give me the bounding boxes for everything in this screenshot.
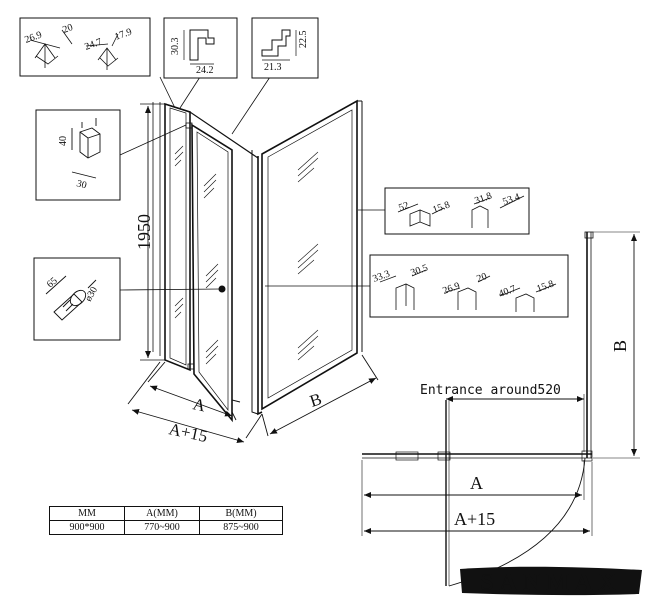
size-table: MM A(MM) B(MM) 900*900 770~900 875~900: [49, 506, 283, 535]
plan-entrance-label: Entrance around520: [420, 383, 561, 398]
table-cell: 875~900: [199, 520, 283, 535]
iso-dim-b: B: [307, 389, 324, 411]
svg-text:21.3: 21.3: [264, 62, 282, 73]
svg-text:40: 40: [58, 136, 69, 146]
table-header-cell: MM: [49, 506, 125, 521]
svg-text:30: 30: [75, 178, 88, 191]
plan-dim-b: B: [610, 340, 630, 352]
table-cell: 770~900: [124, 520, 200, 535]
svg-text:22.5: 22.5: [298, 31, 309, 49]
svg-text:52: 52: [397, 200, 410, 214]
svg-text:20: 20: [61, 22, 74, 36]
sanmax-logo: SANMAX: [460, 566, 642, 596]
detail-knob: 65 ø30: [33, 257, 121, 341]
detail-hinge-block: 40 30: [35, 109, 121, 201]
detail-profile-1: 30.3 24.2: [163, 17, 238, 79]
svg-text:24.2: 24.2: [196, 65, 214, 76]
height-dimension: [140, 103, 165, 361]
table-header-cell: B(MM): [199, 506, 283, 521]
detail-clamps-top: 52 15.8 31.8 53.4: [384, 187, 530, 235]
svg-text:SANMAX: SANMAX: [480, 570, 621, 596]
table-row: 900*900 770~900 875~900: [49, 520, 283, 535]
iso-width-dimensions: [127, 354, 379, 443]
table-header-row: MM A(MM) B(MM): [49, 506, 283, 521]
detail-clamps-bottom: 33.3 30.5 26.9 20 40.7 15.8: [369, 254, 569, 318]
svg-text:20: 20: [475, 271, 488, 285]
height-label: 1950: [134, 214, 154, 250]
plan-dim-a15: A+15: [454, 509, 495, 529]
callout-leaders: [119, 76, 385, 291]
detail-profile-2: 22.5 21.3: [251, 17, 319, 79]
iso-dim-a15: A+15: [167, 419, 209, 446]
table-header-cell: A(MM): [124, 506, 200, 521]
detail-hinge-top: 26.9 20 24.7 17.9: [19, 17, 151, 77]
table-cell: 900*900: [49, 520, 125, 535]
enclosure-drawing: [152, 99, 363, 423]
svg-text:30.3: 30.3: [170, 38, 181, 56]
iso-dim-a: A: [191, 394, 208, 415]
plan-dim-a: A: [470, 473, 483, 493]
